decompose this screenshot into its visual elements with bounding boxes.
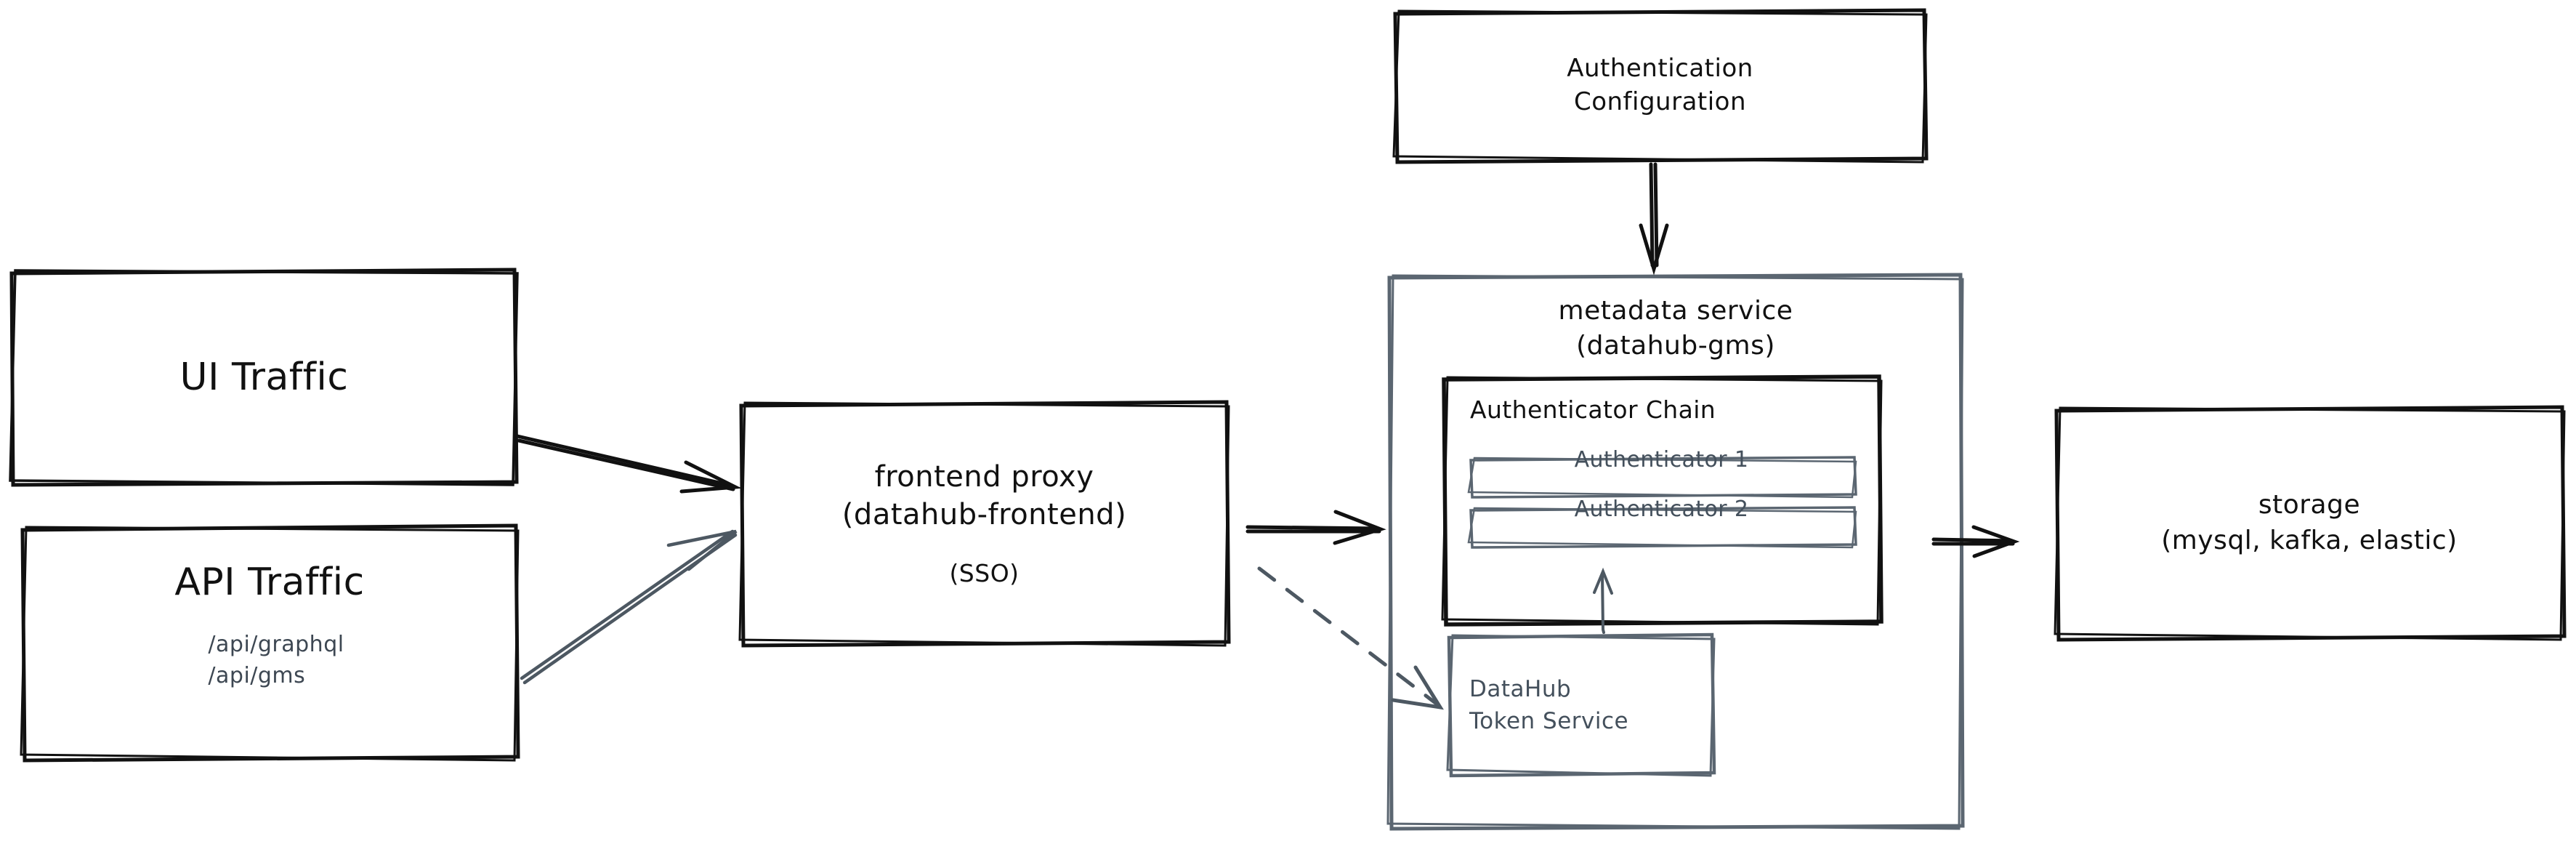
authenticator-1-label: Authenticator 1	[1574, 446, 1749, 473]
node-frontend-proxy[interactable]: frontend proxy (datahub-frontend) (SSO)	[740, 402, 1229, 645]
authenticator-2-label: Authenticator 2	[1574, 496, 1749, 522]
ui-traffic-label: UI Traffic	[179, 355, 349, 400]
authenticator-1[interactable]: Authenticator 1	[1470, 441, 1853, 478]
node-auth-config[interactable]: Authentication Configuration	[1394, 10, 1926, 161]
authenticator-2[interactable]: Authenticator 2	[1470, 491, 1853, 527]
node-ui-traffic[interactable]: UI Traffic	[11, 270, 517, 485]
arrow-auth-config-to-metadata-service	[1639, 162, 1669, 276]
frontend-proxy-title: frontend proxy (datahub-frontend)	[841, 459, 1127, 531]
metadata-service-title: metadata service (datahub-gms)	[1558, 296, 1793, 361]
node-metadata-service[interactable]: metadata service (datahub-gms)	[1388, 275, 1963, 829]
arrow-api-traffic-to-frontend-proxy	[520, 529, 738, 685]
arrow-frontend-proxy-to-metadata-service	[1245, 510, 1386, 545]
arrow-ui-traffic-to-frontend-proxy	[515, 434, 743, 494]
api-traffic-paths: /api/graphql /api/gms	[208, 631, 344, 689]
api-traffic-title: API Traffic	[174, 560, 365, 604]
auth-config-label: Authentication Configuration	[1567, 54, 1753, 116]
frontend-proxy-sso-label: (SSO)	[949, 558, 1020, 587]
authenticator-chain-title: Authenticator Chain	[1470, 395, 1716, 424]
node-storage[interactable]: storage (mysql, kafka, elastic)	[2055, 407, 2564, 640]
node-authenticator-chain[interactable]: Authenticator Chain Authenticator 1 Auth…	[1442, 377, 1881, 624]
node-api-traffic[interactable]: API Traffic /api/graphql /api/gms	[22, 526, 517, 760]
node-token-service[interactable]: DataHub Token Service	[1448, 635, 1713, 776]
storage-label: storage (mysql, kafka, elastic)	[2161, 490, 2458, 555]
token-service-label: DataHub Token Service	[1469, 675, 1629, 734]
